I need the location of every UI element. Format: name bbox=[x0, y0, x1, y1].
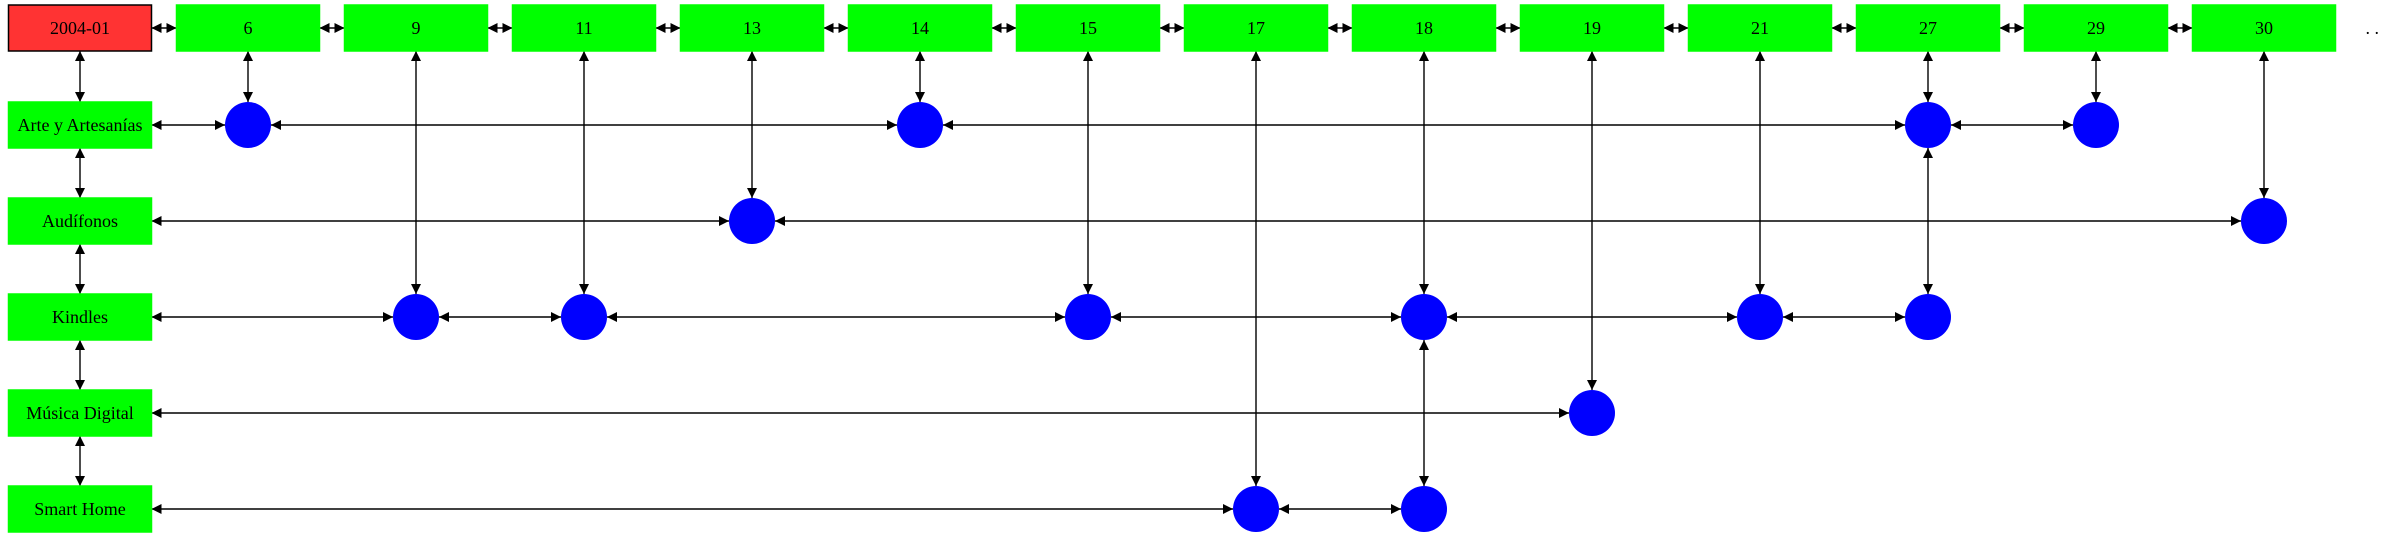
event-circle bbox=[1569, 390, 1615, 436]
day-node-18: 18 bbox=[1351, 4, 1497, 52]
category-node-m-sica-digital-label: Música Digital bbox=[26, 403, 133, 423]
event-circle bbox=[1905, 102, 1951, 148]
day-node-30-label: 30 bbox=[2255, 18, 2273, 38]
day-node-29: 29 bbox=[2023, 4, 2169, 52]
day-node-18-box bbox=[1351, 4, 1497, 52]
day-node-30-box bbox=[2191, 4, 2337, 52]
category-node-smart-home-label: Smart Home bbox=[34, 499, 126, 519]
day-node-6-label: 6 bbox=[244, 18, 253, 38]
event-circle bbox=[1233, 486, 1279, 532]
day-node-9: 9 bbox=[343, 4, 489, 52]
day-node-13-box bbox=[679, 4, 825, 52]
day-node-18-label: 18 bbox=[1415, 18, 1433, 38]
day-node-14: 14 bbox=[847, 4, 993, 52]
event-circle bbox=[1737, 294, 1783, 340]
event-circle bbox=[2241, 198, 2287, 244]
category-node-smart-home-box bbox=[7, 485, 153, 533]
event-circle bbox=[897, 102, 943, 148]
category-node-kindles-box bbox=[7, 293, 153, 341]
day-node-6: 6 bbox=[175, 4, 321, 52]
day-node-17-box bbox=[1183, 4, 1329, 52]
category-node-arte-y-artesan-as-label: Arte y Artesanías bbox=[18, 115, 143, 135]
day-node-29-label: 29 bbox=[2087, 18, 2105, 38]
day-node-15-label: 15 bbox=[1079, 18, 1097, 38]
root-node-box bbox=[7, 4, 153, 52]
category-node-aud-fonos-box bbox=[7, 197, 153, 245]
day-node-19: 19 bbox=[1519, 4, 1665, 52]
day-node-9-label: 9 bbox=[412, 18, 421, 38]
category-node-kindles: Kindles bbox=[7, 293, 153, 341]
root-node: 2004-01 bbox=[7, 4, 153, 52]
event-circle bbox=[2073, 102, 2119, 148]
category-node-smart-home: Smart Home bbox=[7, 485, 153, 533]
root-node-label: 2004-01 bbox=[50, 18, 110, 38]
event-circle bbox=[1065, 294, 1111, 340]
event-circle bbox=[729, 198, 775, 244]
nodes: 2004-01 6 9 11 13 14 15 17 18 19 21 27 29 30 . . Arte y… bbox=[7, 4, 2380, 533]
day-node-9-box bbox=[343, 4, 489, 52]
category-node-m-sica-digital-box bbox=[7, 389, 153, 437]
event-circle bbox=[561, 294, 607, 340]
category-node-arte-y-artesan-as: Arte y Artesanías bbox=[7, 101, 153, 149]
day-node-19-label: 19 bbox=[1583, 18, 1601, 38]
day-node-6-box bbox=[175, 4, 321, 52]
category-node-kindles-label: Kindles bbox=[52, 307, 108, 327]
event-circle bbox=[1905, 294, 1951, 340]
event-circle bbox=[393, 294, 439, 340]
event-circle bbox=[1401, 486, 1447, 532]
day-node-27-box bbox=[1855, 4, 2001, 52]
day-node-21-box bbox=[1687, 4, 1833, 52]
day-node-13-label: 13 bbox=[743, 18, 761, 38]
edges bbox=[75, 23, 2269, 514]
day-node-15: 15 bbox=[1015, 4, 1161, 52]
category-node-aud-fonos: Audífonos bbox=[7, 197, 153, 245]
day-node-11-box bbox=[511, 4, 657, 52]
day-node-15-box bbox=[1015, 4, 1161, 52]
day-node-27: 27 bbox=[1855, 4, 2001, 52]
day-node-29-box bbox=[2023, 4, 2169, 52]
day-node-19-box bbox=[1519, 4, 1665, 52]
day-node-11: 11 bbox=[511, 4, 657, 52]
day-node-30: 30 bbox=[2191, 4, 2337, 52]
day-node-13: 13 bbox=[679, 4, 825, 52]
day-node-27-label: 27 bbox=[1919, 18, 1937, 38]
event-circle bbox=[225, 102, 271, 148]
trailing-dots: . . bbox=[2366, 18, 2380, 38]
day-node-11-label: 11 bbox=[575, 18, 592, 38]
day-node-21-label: 21 bbox=[1751, 18, 1769, 38]
day-node-14-box bbox=[847, 4, 993, 52]
day-node-14-label: 14 bbox=[911, 18, 929, 38]
event-circle bbox=[1401, 294, 1447, 340]
category-node-aud-fonos-label: Audífonos bbox=[42, 211, 118, 231]
day-node-17: 17 bbox=[1183, 4, 1329, 52]
day-node-17-label: 17 bbox=[1247, 18, 1265, 38]
category-node-m-sica-digital: Música Digital bbox=[7, 389, 153, 437]
day-node-21: 21 bbox=[1687, 4, 1833, 52]
category-node-arte-y-artesan-as-box bbox=[7, 101, 153, 149]
